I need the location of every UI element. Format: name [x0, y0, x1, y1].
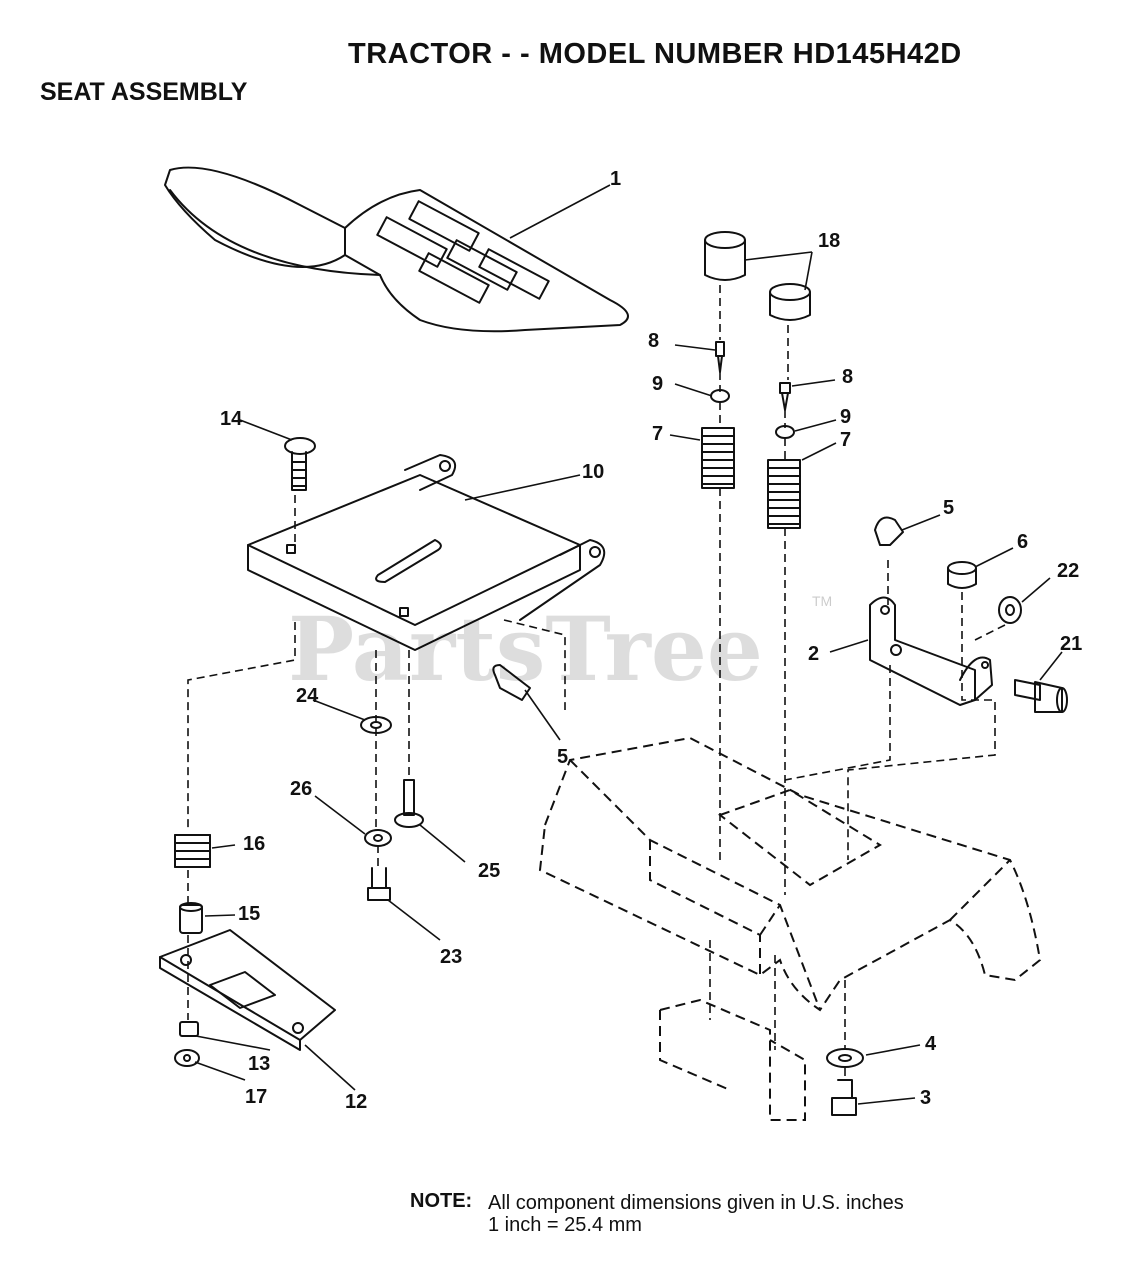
carriage-bolt-part [284, 437, 316, 491]
screw-part-8b [779, 382, 791, 411]
seat-pan-part [247, 454, 606, 651]
nut-part-6 [947, 561, 977, 589]
spring-part-7a [701, 427, 735, 489]
callout-17: 17 [245, 1086, 267, 1108]
clip-part-5-right [874, 516, 904, 546]
washer-part-26 [364, 829, 392, 847]
bolt-part-25 [394, 779, 424, 828]
callout-3: 3 [920, 1087, 931, 1109]
note-text-conversion: 1 inch = 25.4 mm [488, 1214, 642, 1236]
callout-16: 16 [243, 833, 265, 855]
bolt-part-3 [831, 1079, 857, 1116]
callout-6: 6 [1017, 531, 1028, 553]
callout-9-right: 9 [840, 406, 851, 428]
bracket-part-12 [159, 929, 336, 1051]
callout-15: 15 [238, 903, 260, 925]
callout-7-right: 7 [840, 429, 851, 451]
diagram-title: TRACTOR - - MODEL NUMBER HD145H42D [348, 38, 962, 70]
watermark-text: PartsTree [288, 597, 763, 701]
spring-part-7b [767, 459, 801, 529]
screw-part-8a [715, 341, 725, 373]
washer-part-4 [826, 1048, 864, 1068]
washer-part-22 [998, 596, 1022, 624]
callout-10: 10 [582, 461, 604, 483]
seat-rectangles [376, 200, 550, 304]
callout-12: 12 [345, 1091, 367, 1113]
nut-part-17 [174, 1049, 200, 1067]
leader-lines [194, 184, 1063, 1105]
callout-1: 1 [610, 168, 621, 190]
callout-23: 23 [440, 946, 462, 968]
note-text-dimensions: All component dimensions given in U.S. i… [488, 1192, 904, 1214]
spring-part-16 [174, 834, 211, 868]
callout-5-right: 5 [943, 497, 954, 519]
note-label: NOTE: [410, 1190, 473, 1212]
callout-8-left: 8 [648, 330, 659, 352]
seat-part [164, 166, 629, 333]
callout-7-left: 7 [652, 423, 663, 445]
section-title: SEAT ASSEMBLY [40, 78, 248, 106]
callout-14: 14 [220, 408, 243, 430]
bolt-part-21 [1014, 679, 1068, 713]
callout-5-left: 5 [557, 746, 568, 768]
tractor-frame-outline [538, 736, 1042, 1121]
callout-8-right: 8 [842, 366, 853, 388]
clip-part-5-left [492, 664, 531, 701]
callout-18: 18 [818, 230, 840, 252]
nut-part-13 [179, 1021, 199, 1037]
callout-4: 4 [925, 1033, 937, 1055]
bumper-part-18a [704, 231, 746, 281]
bumper-part-18b [769, 283, 811, 321]
bracket-part-2 [869, 596, 993, 706]
callout-26: 26 [290, 778, 312, 800]
spacer-part-15 [179, 902, 203, 934]
bolt-part-23 [367, 867, 391, 901]
callout-2: 2 [808, 643, 819, 665]
callout-25: 25 [478, 860, 500, 882]
callout-13: 13 [248, 1053, 270, 1075]
callout-22: 22 [1057, 560, 1079, 582]
callout-9-left: 9 [652, 373, 663, 395]
assembly-centerlines [187, 285, 1006, 1080]
callout-21: 21 [1060, 633, 1082, 655]
watermark-trademark: TM [812, 593, 832, 609]
callout-24: 24 [296, 685, 319, 707]
